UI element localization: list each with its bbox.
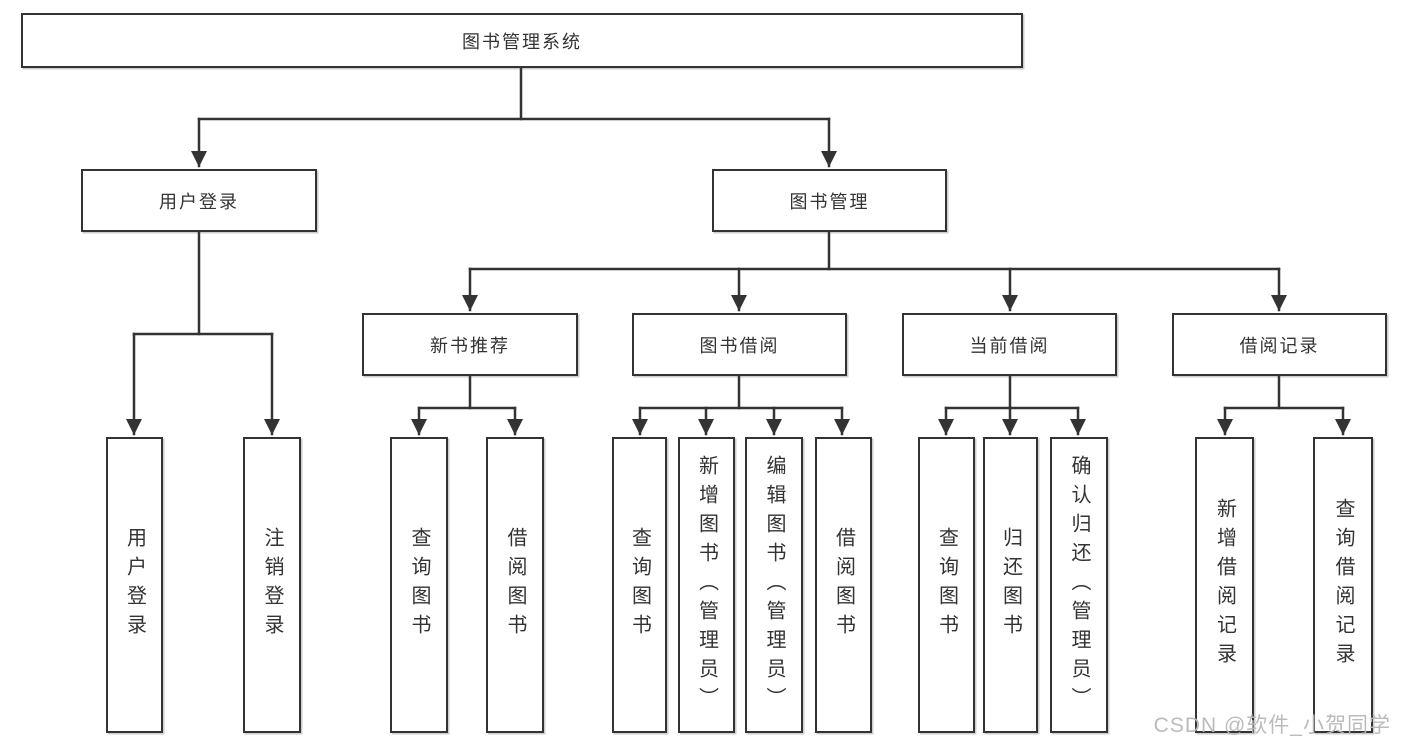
leaf-label: 查询图书	[935, 527, 958, 643]
leaf-label: 新增图书（管理员）	[695, 454, 718, 716]
leaf-cb-query-books: 查询图书	[918, 437, 975, 733]
node-borrowing-records: 借阅记录	[1172, 313, 1387, 376]
leaf-label: 查询图书	[628, 527, 651, 643]
leaf-label: 确认归还（管理员）	[1068, 454, 1090, 716]
leaf-br-add-record: 新增借阅记录	[1195, 437, 1254, 733]
leaf-bb-add-books-admin: 新增图书（管理员）	[678, 437, 735, 733]
node-library-system: 图书管理系统	[21, 13, 1023, 68]
leaf-label: 借阅图书	[504, 527, 526, 643]
leaf-label: 用户登录	[123, 527, 146, 643]
node-book-borrowing: 图书借阅	[632, 313, 847, 376]
node-user-login: 用户登录	[81, 169, 317, 232]
leaf-label: 查询借阅记录	[1332, 498, 1354, 672]
leaf-label: 注销登录	[261, 527, 283, 643]
leaf-cb-confirm-return-admin: 确认归还（管理员）	[1050, 437, 1108, 733]
leaf-cb-return-books: 归还图书	[983, 437, 1038, 733]
leaf-bb-borrow-books: 借阅图书	[815, 437, 872, 733]
leaf-logout: 注销登录	[243, 437, 301, 733]
leaf-label: 查询图书	[408, 527, 430, 643]
leaf-user-login: 用户登录	[106, 437, 163, 733]
leaf-label: 归还图书	[999, 527, 1022, 643]
leaf-label: 借阅图书	[832, 527, 855, 643]
leaf-rec-borrow-books: 借阅图书	[486, 437, 544, 733]
leaf-bb-query-books: 查询图书	[612, 437, 667, 733]
leaf-rec-query-books: 查询图书	[390, 437, 448, 733]
node-current-borrowing: 当前借阅	[902, 313, 1117, 376]
leaf-br-query-record: 查询借阅记录	[1313, 437, 1373, 733]
node-book-management: 图书管理	[712, 169, 947, 232]
leaf-bb-edit-books-admin: 编辑图书（管理员）	[745, 437, 803, 733]
leaf-label: 新增借阅记录	[1213, 498, 1236, 672]
leaf-label: 编辑图书（管理员）	[763, 454, 785, 716]
node-new-book-recommend: 新书推荐	[362, 313, 578, 376]
